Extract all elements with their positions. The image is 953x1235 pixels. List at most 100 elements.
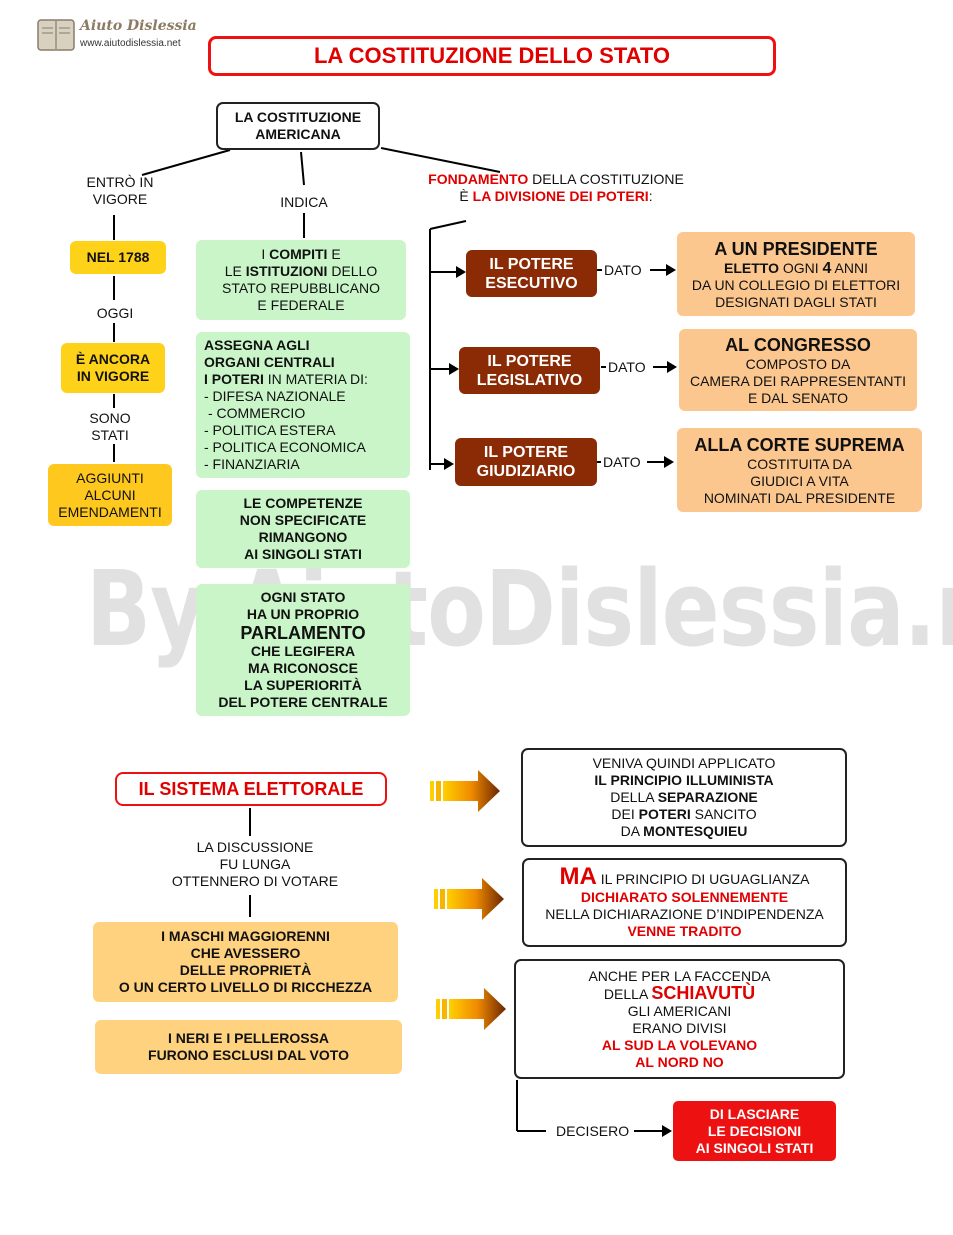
foundation-line2: È LA DIVISIONE DEI POTERI: bbox=[404, 188, 708, 205]
legislative-power-box: IL POTERE LEGISLATIVO bbox=[459, 347, 600, 394]
equality-line3: NELLA DICHIARAZIONE D’INDIPENDENZA bbox=[545, 906, 824, 922]
label-line: SONO bbox=[89, 410, 131, 426]
power-line: LEGISLATIVO bbox=[476, 371, 583, 389]
power-line: IL POTERE bbox=[489, 255, 574, 273]
equality-line1: MA IL PRINCIPIO DI UGUAGLIANZA bbox=[560, 865, 810, 889]
detail-line3: E DAL SENATO bbox=[747, 389, 849, 406]
parliament-line: OGNI STATO bbox=[260, 589, 346, 605]
enlightenment-box: VENIVA QUINDI APPLICATO IL PRINCIPIO ILL… bbox=[521, 748, 847, 847]
tasks-box: I COMPITI E LE ISTITUZIONI DELLO STATO R… bbox=[196, 240, 406, 320]
tasks-line2: LE ISTITUZIONI DELLO bbox=[225, 263, 378, 280]
slavery-line6: AL NORD NO bbox=[635, 1053, 724, 1070]
text-bold: ISTITUZIONI bbox=[245, 263, 328, 279]
slavery-line5: AL SUD LA VOLEVANO bbox=[601, 1036, 758, 1053]
text-bold: ELETTO bbox=[723, 259, 779, 276]
text-bold: MONTESQUIEU bbox=[643, 823, 748, 839]
parliament-line: DEL POTERE CENTRALE bbox=[218, 694, 388, 710]
slavery-line2: DELLA SCHIAVUTÙ bbox=[603, 982, 756, 1003]
list-item: - DIFESA NAZIONALE bbox=[204, 388, 346, 404]
year-text: NEL 1788 bbox=[86, 249, 150, 265]
final-decision-box: DI LASCIARE LE DECISIONI AI SINGOLI STAT… bbox=[673, 1101, 836, 1161]
root-box: LA COSTITUZIONE AMERICANA bbox=[216, 102, 380, 150]
power-line: IL POTERE bbox=[487, 352, 572, 370]
voters-line: O UN CERTO LIVELLO DI RICCHEZZA bbox=[118, 979, 373, 995]
amendments-line: AGGIUNTI bbox=[76, 469, 144, 486]
slavery-line3: GLI AMERICANI bbox=[627, 1002, 732, 1019]
equality-box: MA IL PRINCIPIO DI UGUAGLIANZA DICHIARAT… bbox=[522, 858, 847, 947]
connector-dato-legislative: DATO bbox=[608, 359, 646, 375]
central-line1: ASSEGNA AGLI bbox=[204, 337, 310, 353]
foundation-line1: FONDAMENTO DELLA COSTITUZIONE bbox=[404, 171, 708, 188]
text: È bbox=[459, 188, 473, 204]
text: DELLA bbox=[603, 985, 652, 1002]
detail-title: AL CONGRESSO bbox=[725, 334, 871, 355]
page-title: LA COSTITUZIONE DELLO STATO bbox=[313, 43, 671, 68]
foundation-header: FONDAMENTO DELLA COSTITUZIONE È LA DIVIS… bbox=[404, 171, 708, 205]
text-bold: SEPARAZIONE bbox=[657, 789, 758, 805]
central-powers-box: ASSEGNA AGLI ORGANI CENTRALI I POTERI IN… bbox=[196, 332, 410, 478]
detail-line1: COMPOSTO DA bbox=[745, 355, 851, 372]
judicial-power-box: IL POTERE GIUDIZIARIO bbox=[455, 438, 597, 486]
competences-box: LE COMPETENZE NON SPECIFICATE RIMANGONO … bbox=[196, 490, 410, 568]
executive-detail-box: A UN PRESIDENTE ELETTO OGNI 4 ANNI DA UN… bbox=[677, 232, 915, 316]
central-line2: ORGANI CENTRALI bbox=[204, 354, 335, 370]
text: E bbox=[327, 246, 341, 262]
slavery-line4: ERANO DIVISI bbox=[632, 1019, 727, 1036]
detail-line2: CAMERA DEI RAPPRESENTANTI bbox=[689, 372, 906, 389]
principle-line4: DEI POTERI SANCITO bbox=[611, 806, 756, 823]
label-indica: INDICA bbox=[280, 194, 328, 210]
executive-power-box: IL POTERE ESECUTIVO bbox=[466, 250, 597, 297]
text-red-bold: LA DIVISIONE DEI POTERI bbox=[472, 188, 649, 204]
parliament-keyword: PARLAMENTO bbox=[240, 623, 366, 643]
text-red-big: SCHIAVUTÙ bbox=[651, 982, 756, 1003]
text: DA bbox=[620, 823, 644, 839]
text: ANNI bbox=[831, 259, 868, 276]
competences-line: RIMANGONO bbox=[258, 529, 348, 545]
arrow-right-icon bbox=[436, 988, 506, 1030]
power-line: IL POTERE bbox=[483, 444, 569, 461]
legislative-detail-box: AL CONGRESSO COMPOSTO DA CAMERA DEI RAPP… bbox=[679, 329, 917, 411]
detail-title: A UN PRESIDENTE bbox=[714, 238, 878, 259]
label-line: VIGORE bbox=[92, 191, 148, 207]
text-bold: I POTERI bbox=[204, 371, 264, 387]
parliament-line: CHE LEGIFERA bbox=[250, 643, 356, 659]
in-force-line: IN VIGORE bbox=[76, 368, 150, 384]
detail-line1: ELETTO OGNI 4 ANNI bbox=[724, 260, 868, 277]
excluded-line: I NERI E I PELLEROSSA bbox=[167, 1030, 330, 1046]
equality-line2: DICHIARATO SOLENNEMENTE bbox=[580, 889, 789, 905]
principle-line2: IL PRINCIPIO ILLUMINISTA bbox=[594, 772, 774, 788]
connector-dato-judicial: DATO bbox=[603, 454, 641, 470]
text: SANCITO bbox=[690, 806, 757, 822]
principle-line1: VENIVA QUINDI APPLICATO bbox=[592, 755, 776, 771]
text-bold: COMPITI bbox=[269, 246, 328, 262]
voters-line: CHE AVESSERO bbox=[190, 945, 301, 961]
list-item: - COMMERCIO bbox=[208, 405, 306, 421]
amendments-line: EMENDAMENTI bbox=[58, 503, 162, 520]
text: OGNI bbox=[778, 259, 823, 276]
electoral-discussion-label: LA DISCUSSIONE FU LUNGA OTTENNERO DI VOT… bbox=[140, 839, 370, 890]
page-title-frame: LA COSTITUZIONE DELLO STATO bbox=[208, 36, 776, 76]
final-line: LE DECISIONI bbox=[707, 1122, 802, 1139]
competences-line: LE COMPETENZE bbox=[243, 495, 363, 511]
detail-title: ALLA CORTE SUPREMA bbox=[694, 434, 905, 455]
tasks-line1: I COMPITI E bbox=[261, 246, 340, 263]
detail-line3: DESIGNATI DAGLI STATI bbox=[715, 293, 877, 310]
voters-line: I MASCHI MAGGIORENNI bbox=[161, 928, 330, 944]
logo[interactable]: Aiuto Dislessia www.aiutodislessia.net bbox=[36, 16, 197, 56]
judicial-detail-box: ALLA CORTE SUPREMA COSTITUITA DA GIUDICI… bbox=[677, 428, 922, 512]
text: DELLO bbox=[327, 263, 378, 279]
excluded-line: FURONO ESCLUSI DAL VOTO bbox=[148, 1047, 349, 1063]
state-parliament-box: OGNI STATO HA UN PROPRIO PARLAMENTO CHE … bbox=[196, 584, 410, 716]
text: DELLA bbox=[610, 789, 658, 805]
voters-box: I MASCHI MAGGIORENNI CHE AVESSERO DELLE … bbox=[93, 922, 398, 1002]
list-item: - POLITICA ECONOMICA bbox=[204, 439, 366, 455]
label-line: STATI bbox=[91, 427, 129, 443]
text-bold: POTERI bbox=[638, 806, 691, 822]
parliament-line: HA UN PROPRIO bbox=[246, 606, 360, 622]
text: LE bbox=[224, 263, 246, 279]
root-line2: AMERICANA bbox=[255, 126, 341, 142]
connector-dato-executive: DATO bbox=[604, 262, 642, 278]
power-line: GIUDIZIARIO bbox=[476, 463, 576, 480]
text-bold: 4 bbox=[822, 259, 832, 277]
